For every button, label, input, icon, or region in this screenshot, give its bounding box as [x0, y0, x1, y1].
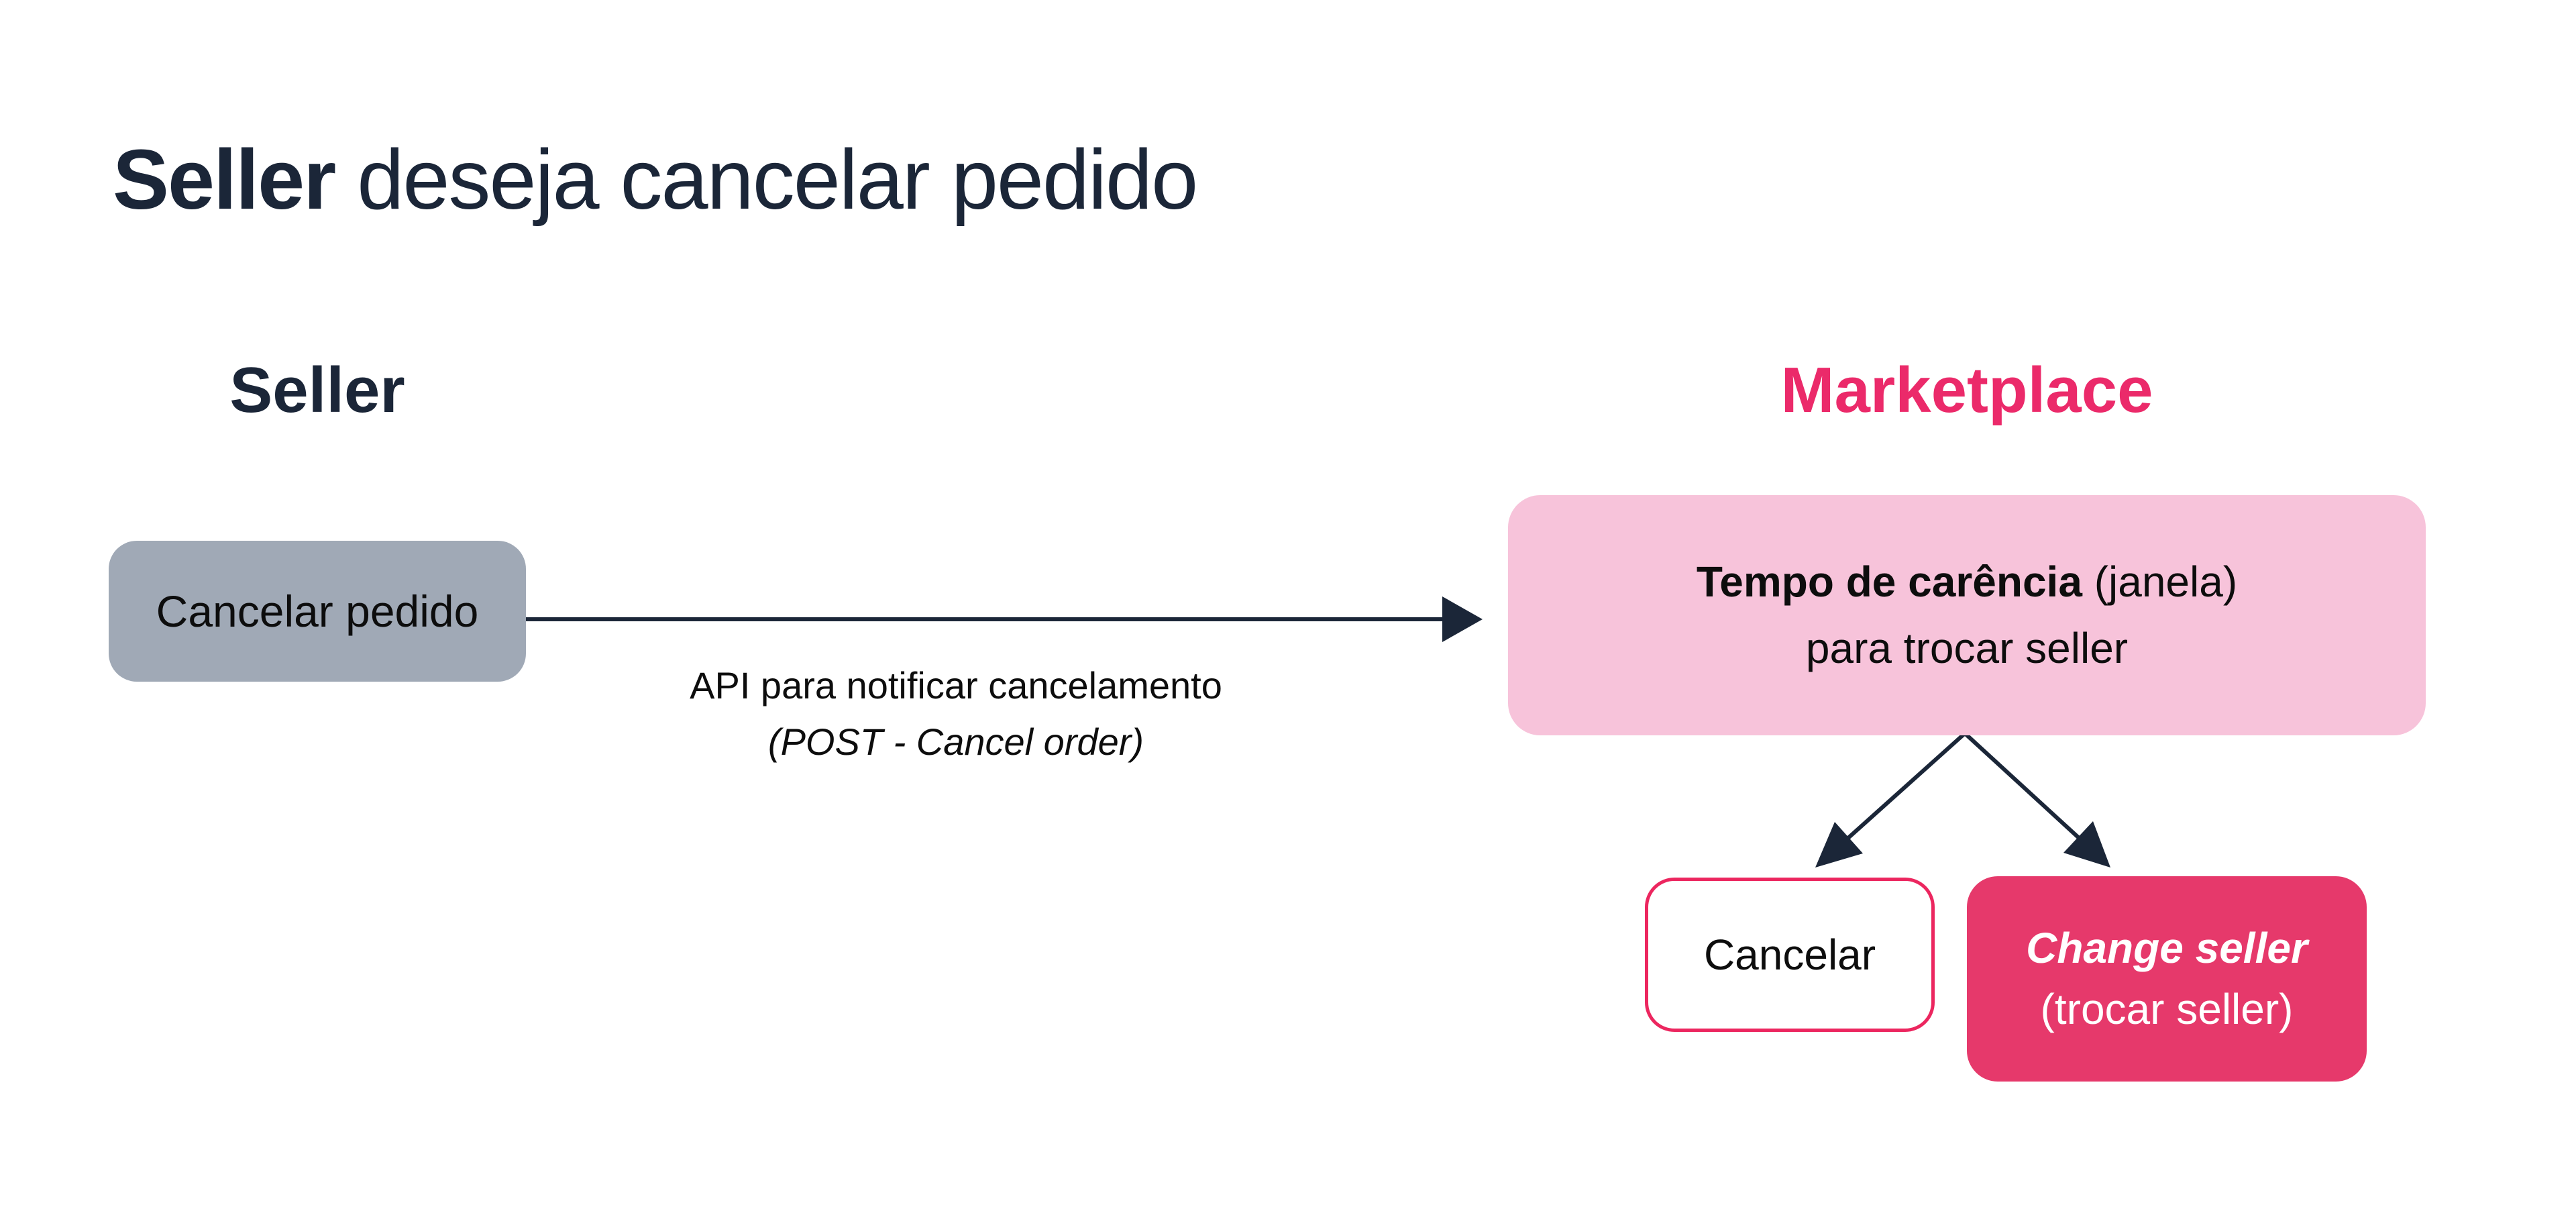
grace-to-cancel-head-icon: [1815, 822, 1863, 868]
marketplace-column-header: Marketplace: [1780, 354, 2153, 426]
grace-window-line1-bold: Tempo de carência: [1696, 557, 2082, 606]
grace-to-change-seller-head-icon: [2063, 821, 2110, 868]
grace-window-line2: para trocar seller: [1805, 624, 2129, 672]
change-seller-outcome-box: Change seller (trocar seller): [1967, 876, 2367, 1082]
api-arrow-label: API para notificar cancelamento (POST - …: [604, 658, 1308, 770]
page-title-bold: Seller: [113, 132, 336, 227]
cancel-order-box-label: Cancelar pedido: [156, 586, 479, 636]
grace-to-cancel-arrow: [1815, 732, 1966, 868]
cancel-outcome-box: Cancelar: [1645, 878, 1935, 1032]
grace-window-line1: Tempo de carência (janela): [1697, 549, 2237, 615]
page-title-rest: deseja cancelar pedido: [335, 132, 1198, 227]
api-arrow-label-line1: API para notificar cancelamento: [690, 664, 1222, 706]
page-title: Seller deseja cancelar pedido: [113, 129, 1198, 230]
grace-to-change-seller-arrow: [1964, 732, 2110, 868]
grace-window-line1-rest: (janela): [2082, 557, 2238, 606]
change-seller-line1: Change seller: [2026, 924, 2308, 973]
api-arrow-label-line2: (POST - Cancel order): [767, 721, 1144, 763]
seller-column-header: Seller: [229, 354, 405, 426]
grace-window-box: Tempo de carência (janela) para trocar s…: [1508, 495, 2426, 735]
cancel-order-box: Cancelar pedido: [109, 541, 526, 682]
api-arrow-head-icon: [1442, 596, 1483, 642]
api-arrow: [525, 596, 1483, 642]
cancel-outcome-label: Cancelar: [1703, 931, 1876, 979]
change-seller-line2: (trocar seller): [2040, 985, 2294, 1033]
grace-to-change-seller-line: [1964, 732, 2080, 839]
grace-to-cancel-line: [1846, 732, 1966, 840]
